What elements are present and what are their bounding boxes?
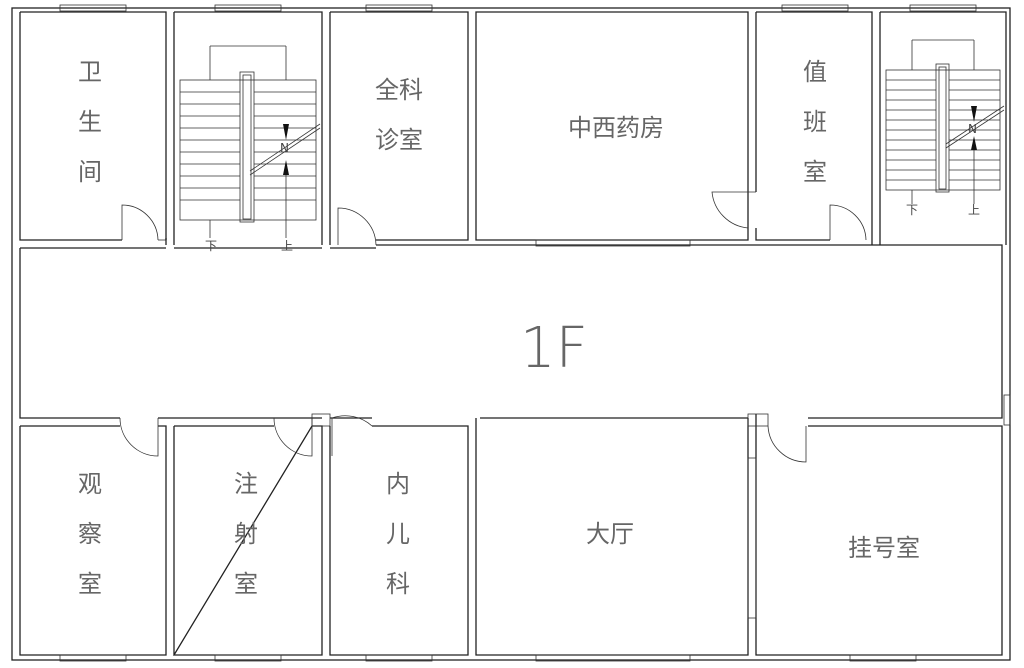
pharmacy-label: 中西药房 — [568, 114, 664, 142]
observation-walls — [19, 425, 167, 656]
injection-door — [273, 417, 313, 457]
injection-label-2: 射 — [234, 520, 258, 548]
general-clinic-door — [337, 207, 377, 246]
registration-pillar — [747, 413, 769, 427]
injection-pillar — [311, 413, 331, 427]
stair2-break-mark: N — [968, 122, 977, 136]
stair1-walls — [173, 11, 323, 245]
stair2-drawing — [885, 39, 1005, 204]
observation-label-2: 察 — [78, 520, 102, 548]
hall-label: 大厅 — [586, 520, 634, 548]
pharmacy-walls — [475, 11, 749, 241]
building-outline — [11, 7, 1011, 661]
pediatrics-label-3: 科 — [386, 570, 410, 598]
stair2-down-label: 下 — [906, 203, 918, 217]
stair1-break-mark: N — [280, 141, 289, 155]
duty-room-walls — [755, 11, 873, 245]
pediatrics-label-2: 儿 — [386, 520, 410, 548]
corridor-walls — [19, 244, 1003, 419]
toilet-door — [121, 204, 159, 241]
windows — [59, 4, 1011, 662]
stair2-walls — [879, 11, 1007, 245]
hall-side-window — [747, 457, 757, 619]
toilet-label-1: 卫 — [78, 58, 102, 86]
pediatrics-label-1: 内 — [386, 470, 410, 498]
general-clinic-walls — [329, 11, 469, 245]
observation-door — [119, 417, 159, 457]
general-clinic-label-1: 全科 — [375, 76, 423, 104]
duty-room-door — [711, 191, 756, 229]
stair2-up-label: 上 — [968, 203, 980, 217]
duty-room-door-2 — [829, 204, 867, 241]
stair1-up-label: 上 — [281, 239, 293, 253]
toilet-label-3: 间 — [78, 158, 102, 186]
general-clinic-label-2: 诊室 — [375, 126, 423, 154]
toilet-label-2: 生 — [78, 108, 102, 136]
pediatrics-door — [331, 415, 373, 456]
observation-label-3: 室 — [78, 570, 102, 598]
injection-label-1: 注 — [234, 470, 258, 498]
stair1-drawing — [179, 45, 321, 238]
pediatrics-walls — [329, 425, 469, 656]
injection-label-3: 室 — [234, 570, 258, 598]
floor-label: 1F — [520, 316, 588, 381]
duty-room-label-2: 班 — [803, 108, 827, 136]
registration-label: 挂号室 — [848, 534, 920, 562]
registration-door — [767, 425, 807, 463]
duty-room-label-1: 值 — [803, 58, 827, 86]
stair1-down-label: 下 — [205, 239, 217, 253]
duty-room-label-3: 室 — [803, 158, 827, 186]
observation-label-1: 观 — [78, 470, 102, 498]
